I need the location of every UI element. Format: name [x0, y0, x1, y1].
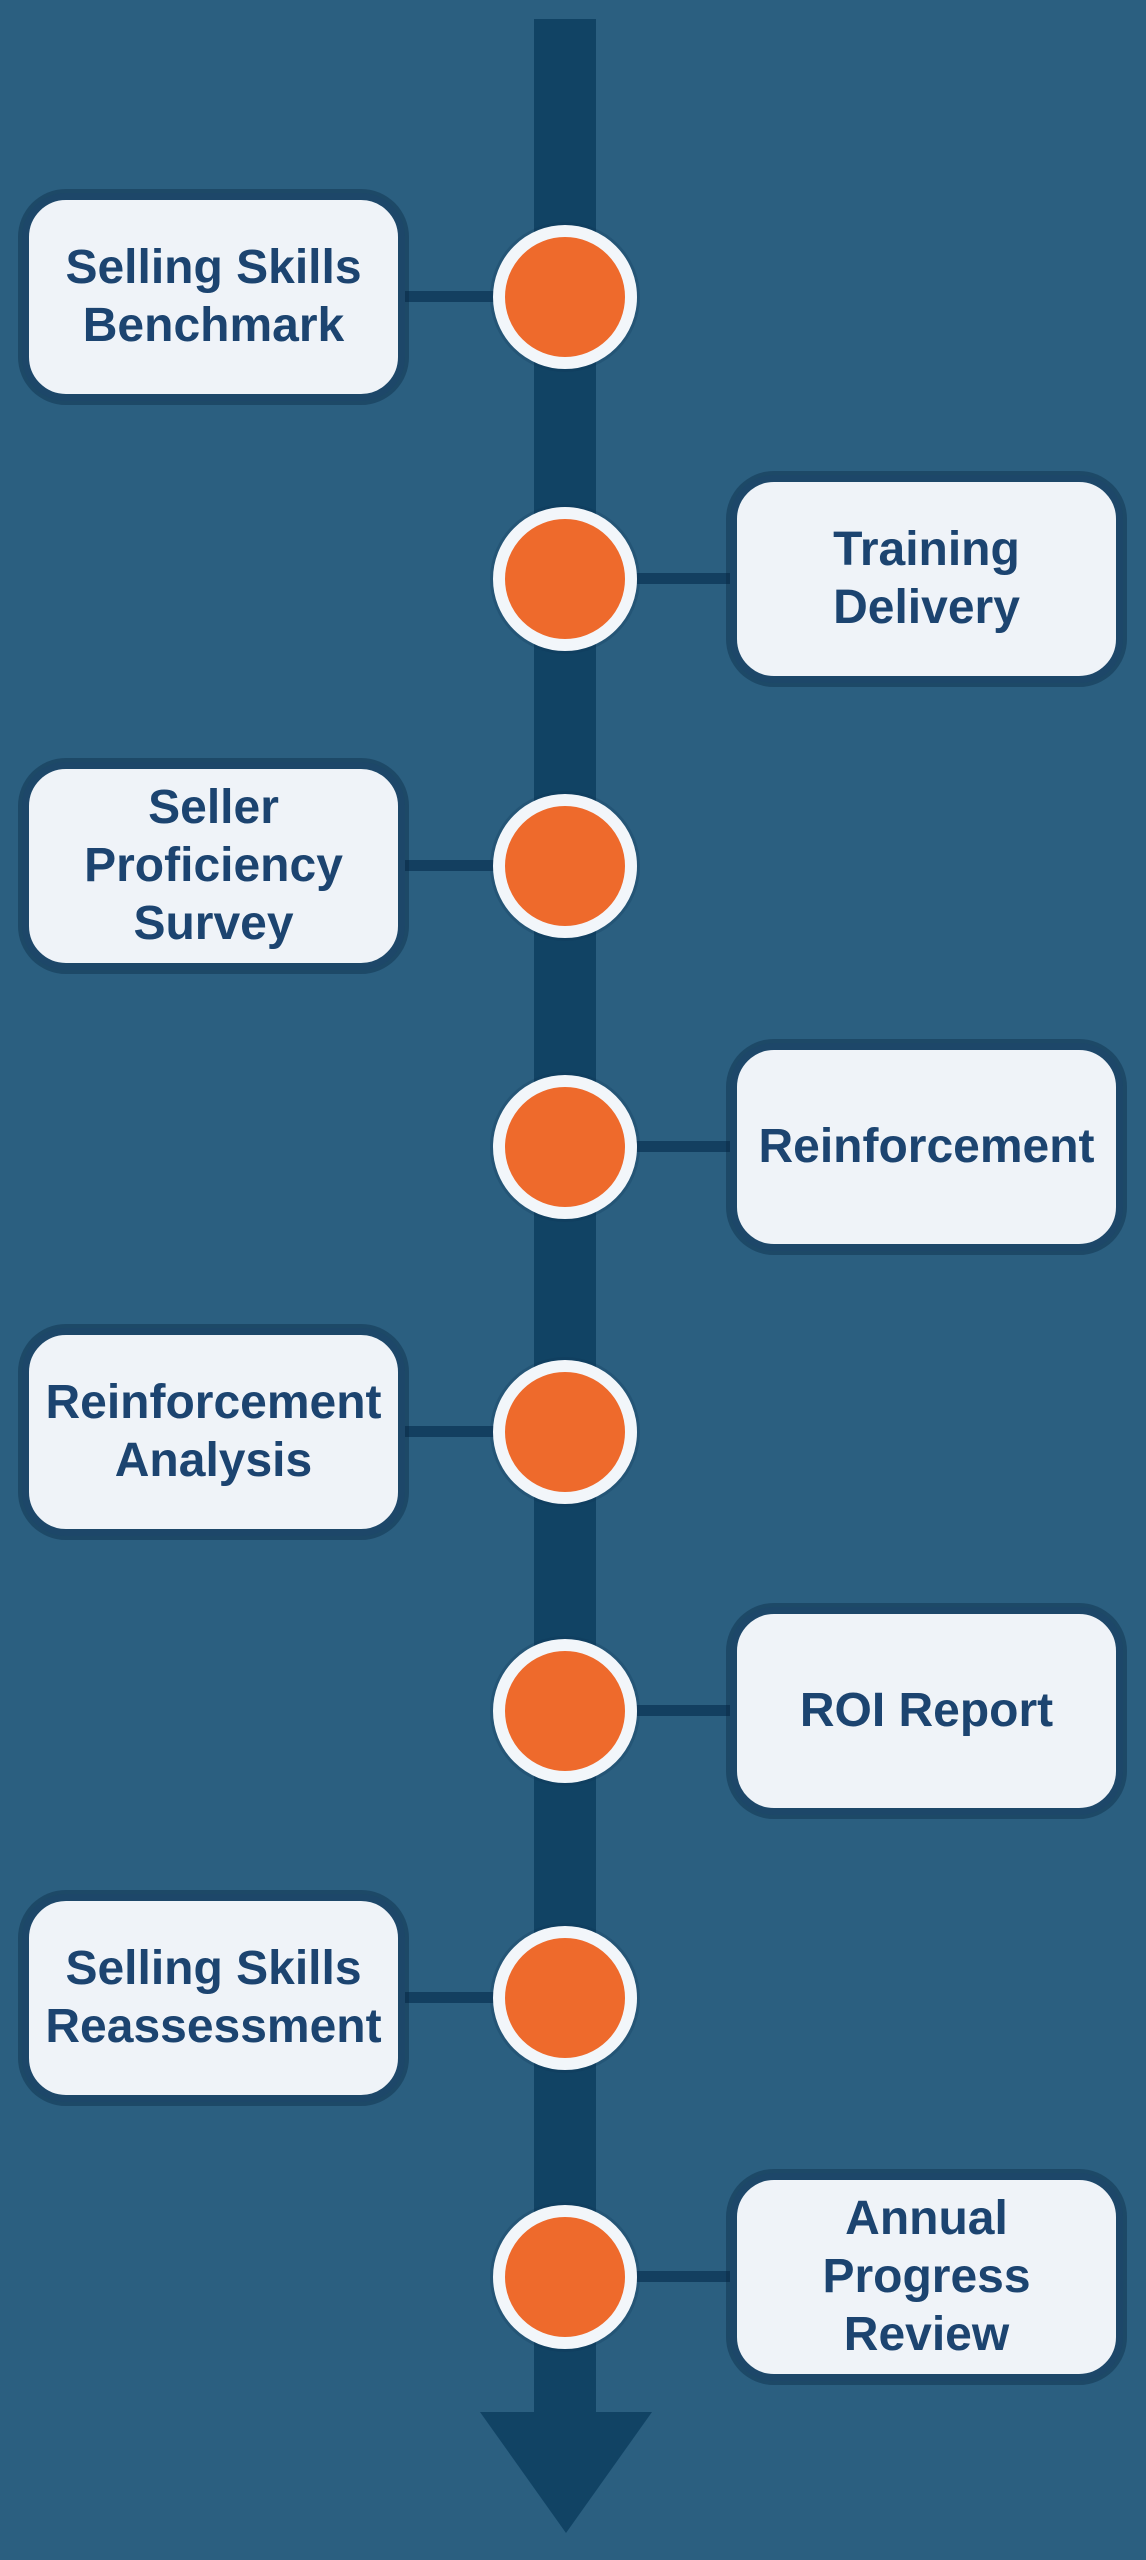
connector-line [400, 860, 566, 871]
connector-line [400, 1426, 566, 1437]
connector-line [566, 1705, 736, 1716]
step-box-selling-skills-reassessment: Selling Skills Reassessment [22, 1894, 405, 2102]
timeline-node [493, 2205, 637, 2349]
step-label: Selling Skills Reassessment [45, 1941, 382, 2053]
timeline-node [493, 794, 637, 938]
connector-line [566, 573, 736, 584]
step-box-training-delivery: Training Delivery [730, 475, 1123, 683]
timeline-node [493, 507, 637, 651]
timeline-node [493, 225, 637, 369]
step-label: Seller Proficiency Survey [84, 780, 343, 951]
step-label: Training Delivery [833, 522, 1020, 634]
step-label: Selling Skills Benchmark [65, 240, 362, 352]
step-box-roi-report: ROI Report [730, 1607, 1123, 1815]
arrow-down-icon [480, 2412, 652, 2533]
connector-line [566, 1141, 736, 1152]
step-box-selling-skills-benchmark: Selling Skills Benchmark [22, 193, 405, 401]
step-box-reinforcement-analysis: Reinforcement Analysis [22, 1328, 405, 1536]
step-box-annual-progress-review: Annual Progress Review [730, 2173, 1123, 2381]
connector-line [566, 2271, 736, 2282]
connector-line [400, 291, 566, 302]
step-label: Reinforcement Analysis [45, 1375, 382, 1487]
timeline-node [493, 1075, 637, 1219]
timeline-node [493, 1360, 637, 1504]
timeline-node [493, 1639, 637, 1783]
connector-line [400, 1992, 566, 2003]
timeline-node [493, 1926, 637, 2070]
step-label: ROI Report [799, 1683, 1054, 1737]
step-box-reinforcement: Reinforcement [730, 1043, 1123, 1251]
step-label: Reinforcement [758, 1119, 1095, 1173]
step-box-seller-proficiency-survey: Seller Proficiency Survey [22, 762, 405, 970]
step-label: Annual Progress Review [822, 2191, 1031, 2362]
